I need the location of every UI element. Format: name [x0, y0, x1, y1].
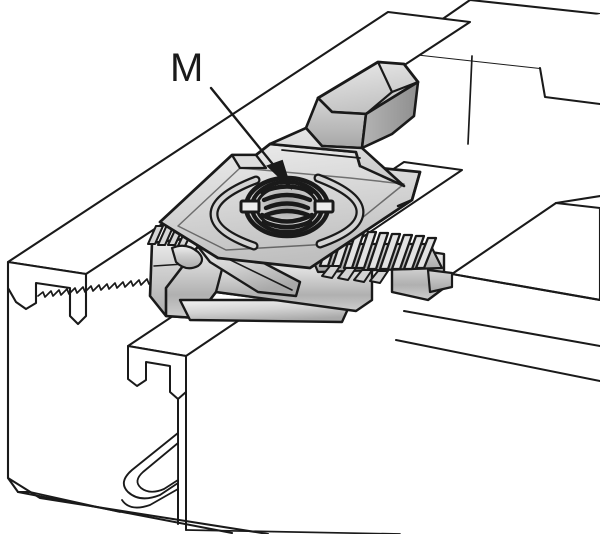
- channel-base-top-edge: [7, 477, 269, 534]
- nut-wing-crease-2: [364, 90, 394, 116]
- nut-left-roll-detail: [170, 244, 204, 270]
- channel-left-lip-end-cap: [6, 260, 88, 326]
- callout-leader: [209, 86, 293, 191]
- threaded-hole-thread-arcs: [259, 184, 315, 230]
- leader-line: [209, 86, 286, 180]
- channel-near-rail-lower-edge: [450, 272, 600, 302]
- channel-right-wall-inner: [185, 529, 401, 534]
- threaded-hole-key-tab-right: [313, 199, 335, 214]
- channel-body-line-1: [403, 310, 600, 347]
- leader-arrowhead-icon: [266, 159, 293, 191]
- nut-serrated-teeth-lower: [321, 265, 389, 284]
- threaded-hole-key-tab-left: [239, 199, 261, 214]
- channel-body-line-2: [395, 339, 600, 382]
- channel-near-rail-cap: [554, 194, 600, 205]
- nut-plate-left-notch: [230, 153, 268, 170]
- nut-wing-right-side: [360, 80, 420, 150]
- channel-nut: [146, 60, 454, 324]
- callout-label-m: M: [170, 46, 204, 90]
- channel-outer-wall: [6, 286, 32, 494]
- channel-far-rail-edge-b: [538, 66, 600, 106]
- channel-base-slot-inner: [136, 442, 179, 493]
- nut-plate-right-shoulder: [396, 170, 422, 208]
- nut-right-end-notch: [426, 268, 454, 294]
- nut-wing-ramp: [268, 126, 406, 188]
- channel-outer-wall-bottom: [17, 491, 233, 534]
- channel-inner-lip-end-cap: [127, 345, 187, 400]
- channel-slot-gap-line: [467, 55, 473, 145]
- channel-base-slot-shadow: [121, 488, 179, 509]
- nut-relief-slot-right-inner: [315, 175, 363, 247]
- nut-wing-ramp-fold: [281, 149, 361, 159]
- nut-wing-ramp-fold-2: [361, 133, 393, 149]
- channel-floor-fold: [29, 491, 121, 513]
- channel-far-rail-front-face: [395, 14, 600, 120]
- nut-relief-slot-left-inner: [211, 177, 259, 249]
